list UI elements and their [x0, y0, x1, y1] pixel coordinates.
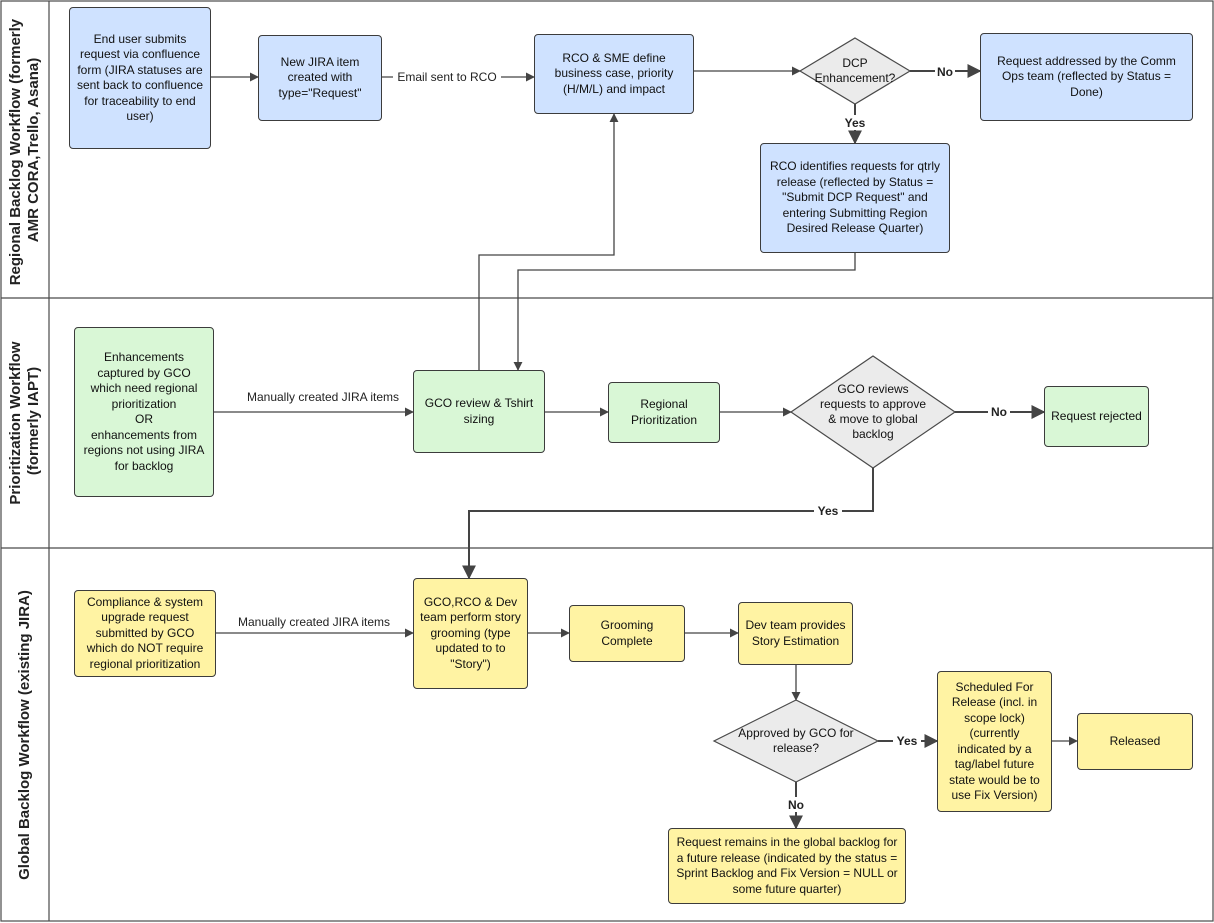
decision-dcp-enhancement-label: DCP Enhancement? — [814, 56, 896, 85]
lane-title-global: Global Backlog Workflow (existing JIRA) — [16, 590, 33, 880]
node-scheduled-for-release: Scheduled For Release (incl. in scope lo… — [937, 671, 1052, 812]
node-rco-sme-define: RCO & SME define business case, priority… — [534, 34, 694, 114]
node-enhancements-captured: Enhancements captured by GCO which need … — [74, 327, 214, 497]
decision-gco-reviews-label: GCO reviews requests to approve & move t… — [819, 382, 927, 441]
node-request-rejected: Request rejected — [1044, 386, 1149, 447]
decision-approved-label: Approved by GCO for release? — [738, 726, 854, 755]
node-story-grooming: GCO,RCO & Dev team perform story groomin… — [413, 578, 528, 689]
edge-gcoreview-to-rcosme — [478, 113, 619, 370]
edge-label-approved-no: No — [788, 798, 804, 812]
node-request-remains: Request remains in the global backlog fo… — [668, 828, 906, 904]
lane-title-regional: Regional Backlog Workflow (formerly AMR … — [7, 15, 42, 286]
edge-gco-yes — [462, 468, 874, 580]
node-compliance-request: Compliance & system upgrade request subm… — [74, 590, 216, 677]
node-grooming-complete: Grooming Complete — [569, 605, 685, 662]
node-new-jira-item: New JIRA item created with type="Request… — [258, 35, 382, 121]
node-comm-ops: Request addressed by the Comm Ops team (… — [980, 33, 1193, 121]
edge-label-approved-yes: Yes — [897, 734, 918, 748]
edge-label-gco-no: No — [991, 405, 1007, 419]
lane-title-prioritization: Prioritization Workflow (formerly IAPT) — [7, 337, 42, 504]
edge-label-dcp-yes: Yes — [845, 116, 866, 130]
edge-label-dcp-no: No — [937, 65, 953, 79]
edge-label-gco-yes: Yes — [818, 504, 839, 518]
node-gco-review: GCO review & Tshirt sizing — [413, 370, 545, 453]
node-end-user-submits: End user submits request via confluence … — [69, 7, 211, 149]
edge-rcoidentifies-to-gcoreview — [513, 253, 856, 371]
edge-label-email: Email sent to RCO — [397, 70, 496, 84]
edge-label-manual-1: Manually created JIRA items — [247, 390, 399, 404]
node-regional-prioritization: Regional Prioritization — [608, 382, 720, 443]
edge-label-manual-2: Manually created JIRA items — [238, 615, 390, 629]
node-dev-estimation: Dev team provides Story Estimation — [738, 602, 853, 665]
node-released: Released — [1077, 713, 1193, 770]
node-rco-identifies: RCO identifies requests for qtrly releas… — [760, 143, 950, 253]
